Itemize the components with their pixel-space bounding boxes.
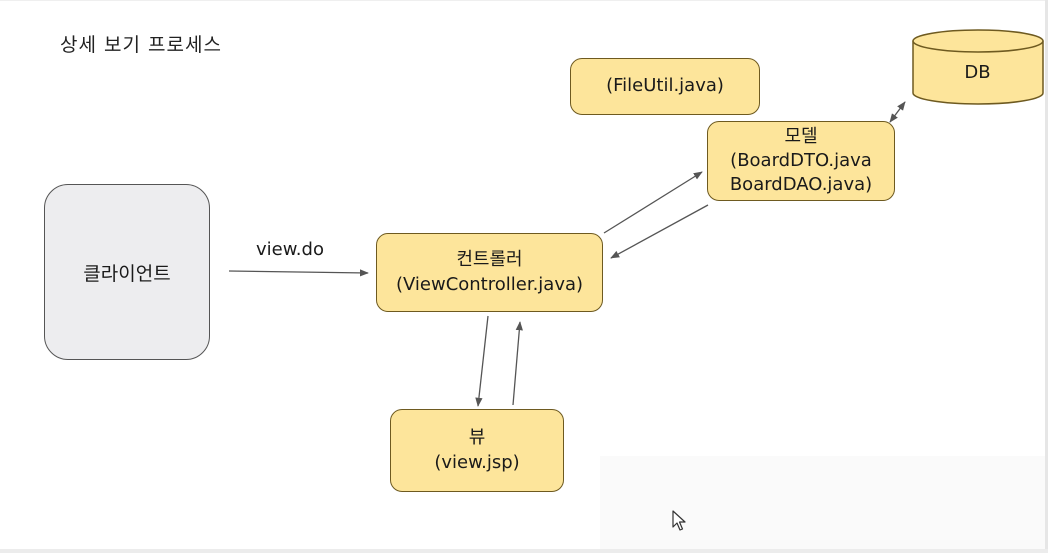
controller-file: (ViewController.java): [395, 273, 584, 295]
model-file-dao: BoardDAO.java): [729, 174, 873, 196]
arrow-model-db-bidirectional: [889, 101, 906, 123]
model-file-dto: (BoardDTO.java: [730, 149, 872, 171]
db-label: DB: [964, 62, 991, 83]
mouse-pointer-icon: [672, 510, 686, 531]
view-title: 뷰: [468, 427, 486, 449]
model-title: 모델: [784, 125, 818, 147]
db-node: DB: [912, 29, 1047, 107]
arrow-controller-to-model: [603, 171, 703, 234]
client-label: 클라이언트: [83, 262, 171, 285]
arrow-controller-to-view: [475, 315, 489, 407]
arrow-view-to-controller: [512, 321, 523, 406]
bottom-frame-edge: [0, 549, 1048, 553]
arrow-client-to-controller: [228, 269, 369, 277]
arrow-model-to-controller: [610, 204, 709, 259]
fileutil-label: (FileUtil.java): [606, 75, 724, 97]
fileutil-node: (FileUtil.java): [570, 58, 760, 115]
controller-node: 컨트롤러 (ViewController.java): [376, 233, 603, 312]
model-node: 모델 (BoardDTO.java BoardDAO.java): [707, 121, 895, 201]
view-node: 뷰 (view.jsp): [390, 409, 564, 492]
view-file: (view.jsp): [434, 451, 520, 473]
diagram-title: 상세 보기 프로세스: [60, 34, 222, 56]
request-label: view.do: [256, 239, 324, 260]
database-cylinder-icon: [912, 29, 1044, 105]
client-node: 클라이언트: [44, 184, 210, 360]
top-border: [0, 0, 1048, 1]
controller-title: 컨트롤러: [456, 249, 523, 271]
right-frame-edge: [1045, 0, 1048, 553]
background-band: [600, 456, 1045, 550]
